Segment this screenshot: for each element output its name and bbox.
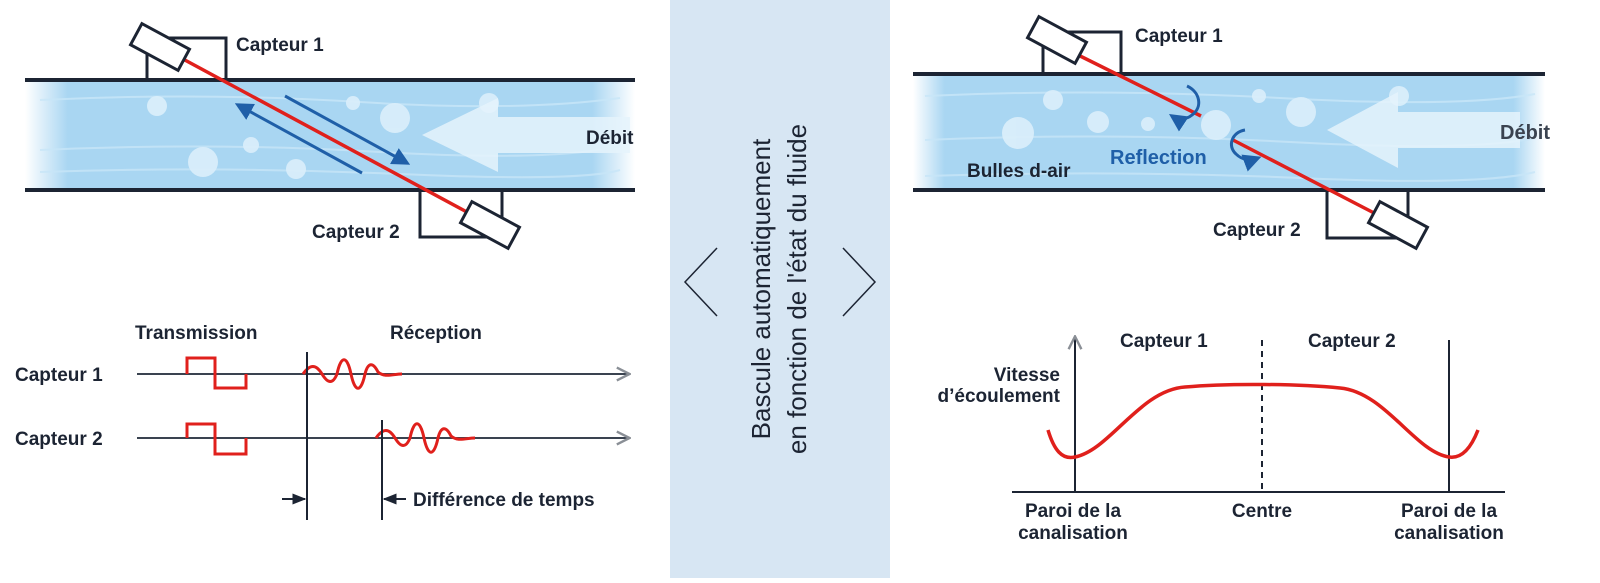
left-flow-label: Débit <box>586 128 634 149</box>
right-wall-label-line1: Paroi de la <box>1401 501 1498 522</box>
banner-line-2: en fonction de l'état du fluide <box>782 124 812 454</box>
banner-line-1: Bascule automatiquement <box>746 138 776 439</box>
center-banner-graphic: Bascule automatiquement en fonction de l… <box>670 0 890 578</box>
reflection-label: Reflection <box>1110 147 1207 169</box>
time-diff-label: Différence de temps <box>413 490 595 511</box>
profile-col1-label: Capteur 1 <box>1120 331 1208 352</box>
row2-receive-wave <box>374 422 476 454</box>
timing-row1-label: Capteur 1 <box>15 365 103 386</box>
left-sensor1-bracket <box>145 36 228 80</box>
right-sensor1-label: Capteur 1 <box>1135 26 1223 47</box>
y-axis-label-line2: d’écoulement <box>938 386 1061 407</box>
right-flow-arrow <box>1327 92 1520 168</box>
timing-row2-label: Capteur 2 <box>15 429 103 450</box>
velocity-profile-section: Capteur 1 Capteur 2 Vitesse d’écoulement… <box>938 331 1505 544</box>
left-timing-section: Transmission Réception Capteur 1 Capteur… <box>15 323 628 520</box>
chevron-left-icon <box>683 247 718 317</box>
y-axis-label-line1: Vitesse <box>994 365 1060 386</box>
center-banner: Bascule automatiquement en fonction de l… <box>670 0 890 578</box>
left-transducer-1 <box>128 21 192 73</box>
row2-transmit-pulse <box>185 422 248 456</box>
left-bubbles <box>147 93 499 179</box>
banner-background <box>670 0 890 578</box>
right-pipe-section: Capteur 1 Capteur 2 Débit Bulles d-air R… <box>913 14 1550 251</box>
right-flow-label: Débit <box>1500 122 1550 144</box>
reception-label: Réception <box>390 323 482 344</box>
left-wall-label-line2: canalisation <box>1018 523 1128 544</box>
centre-label: Centre <box>1232 501 1292 522</box>
right-wall-label-line2: canalisation <box>1394 523 1504 544</box>
left-upstream-arrow <box>234 103 363 175</box>
left-ultrasonic-beam <box>169 50 479 220</box>
right-sensor2-label: Capteur 2 <box>1213 220 1301 241</box>
reflection-arrow-lower-icon <box>1229 128 1262 172</box>
right-transducer-2 <box>1366 199 1430 251</box>
profile-col2-label: Capteur 2 <box>1308 331 1396 352</box>
air-bubbles-label: Bulles d-air <box>967 161 1071 182</box>
row1-transmit-pulse <box>185 356 248 390</box>
velocity-profile-curve <box>1046 382 1480 460</box>
right-beam-continued <box>1232 138 1377 216</box>
right-bubbles <box>1002 86 1409 149</box>
left-downstream-arrow <box>284 94 411 165</box>
left-transducer-2 <box>458 199 522 251</box>
right-sensor2-bracket <box>1325 190 1410 240</box>
chevron-right-icon <box>842 247 877 317</box>
right-transducer-1 <box>1025 14 1089 66</box>
right-sensor1-bracket <box>1041 30 1123 74</box>
row1-receive-wave <box>301 358 403 390</box>
left-sensor1-label: Capteur 1 <box>236 35 324 56</box>
left-sensor2-label: Capteur 2 <box>312 222 400 243</box>
left-wall-label-line1: Paroi de la <box>1025 501 1122 522</box>
left-sensor2-bracket <box>418 190 504 239</box>
reflection-arrow-upper-icon <box>1169 84 1201 132</box>
left-flow-arrow <box>422 98 630 172</box>
right-beam-incident <box>1063 46 1202 118</box>
transmission-label: Transmission <box>135 323 258 344</box>
left-pipe-section: Capteur 1 Capteur 2 Débit <box>25 21 635 251</box>
